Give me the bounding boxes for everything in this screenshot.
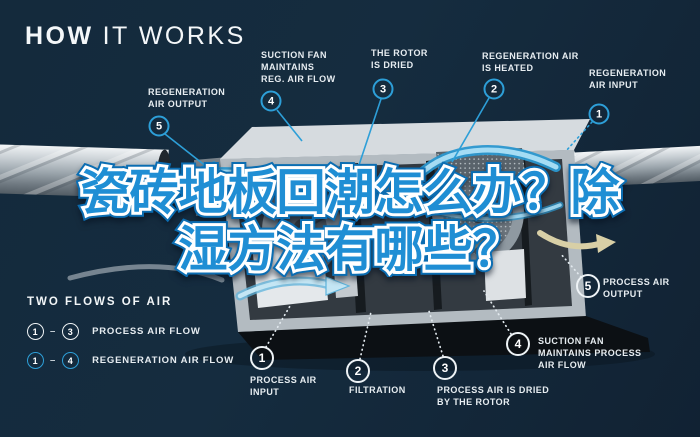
step-number: 4 <box>267 95 275 107</box>
process-step-label-2: FILTRATION <box>349 385 406 395</box>
left-duct <box>0 144 171 199</box>
regeneration-step-badge-4: 4 <box>260 90 282 112</box>
legend-range-dash: – <box>50 355 57 366</box>
step-number: 3 <box>379 83 387 95</box>
legend-label-process: PROCESS AIR FLOW <box>92 326 201 337</box>
page-title: HOW IT WORKS <box>25 22 246 51</box>
process-step-badge-5: 5 <box>576 274 600 298</box>
regeneration-step-badge-3: 3 <box>372 78 394 100</box>
regeneration-step-label-3: THE ROTOR IS DRIED <box>371 48 428 70</box>
process-step-label-4: SUCTION FAN MAINTAINS PROCESS AIR FLOW <box>538 336 642 370</box>
step-number: 2 <box>354 364 362 378</box>
legend-circle-number: 3 <box>67 326 74 337</box>
regeneration-step-label-2: REGENERATION AIR IS HEATED <box>482 51 579 73</box>
step-number: 1 <box>258 351 266 365</box>
legend-range-dash: – <box>50 326 57 337</box>
process-step-badge-2: 2 <box>346 359 370 383</box>
air-flow-arrows <box>67 145 616 301</box>
regeneration-connectors <box>164 97 593 169</box>
legend-row-regeneration: 1 – 4 REGENERATION AIR FLOW <box>27 352 234 369</box>
page-title-bold: HOW <box>25 22 94 50</box>
step-number: 5 <box>155 120 163 132</box>
process-step-badge-3: 3 <box>433 356 457 380</box>
regeneration-step-badge-5: 5 <box>148 115 170 137</box>
process-step-badge-4: 4 <box>506 332 530 356</box>
process-step-label-1: PROCESS AIR INPUT <box>250 375 317 397</box>
process-step-label-5: PROCESS AIR OUTPUT <box>603 277 670 299</box>
process-step-label-3: PROCESS AIR IS DRIED BY THE ROTOR <box>437 385 550 407</box>
legend-circle: 3 <box>62 323 80 340</box>
regeneration-step-label-5: REGENERATION AIR OUTPUT <box>148 87 226 109</box>
legend-circle-number: 1 <box>32 326 39 337</box>
legend-title: TWO FLOWS OF AIR <box>27 296 173 308</box>
legend-circle-number: 1 <box>32 355 39 366</box>
regeneration-step-label-4: SUCTION FAN MAINTAINS REG. AIR FLOW <box>261 50 336 84</box>
legend-circle-number: 4 <box>67 355 74 366</box>
process-step-badge-1: 1 <box>250 346 274 370</box>
step-number: 2 <box>490 83 498 95</box>
legend-circle: 1 <box>27 323 44 340</box>
rotor <box>432 160 524 264</box>
step-number: 3 <box>441 361 449 375</box>
step-number: 4 <box>514 337 522 351</box>
process-connectors <box>265 252 582 360</box>
page-title-light: IT WORKS <box>102 22 246 50</box>
legend-row-process: 1 – 3 PROCESS AIR FLOW <box>27 323 234 340</box>
step-number: 5 <box>584 279 592 293</box>
step-number: 1 <box>595 108 603 120</box>
regeneration-step-label-1: REGENERATION AIR INPUT <box>589 68 667 90</box>
legend-circle: 1 <box>27 352 44 369</box>
legend-label-regeneration: REGENERATION AIR FLOW <box>92 355 234 366</box>
regeneration-step-badge-1: 1 <box>588 103 610 125</box>
legend: TWO FLOWS OF AIR 1 – 3 PROCESS AIR FLOW … <box>27 296 234 381</box>
regeneration-step-badge-2: 2 <box>483 78 505 100</box>
legend-circle: 4 <box>62 352 80 369</box>
